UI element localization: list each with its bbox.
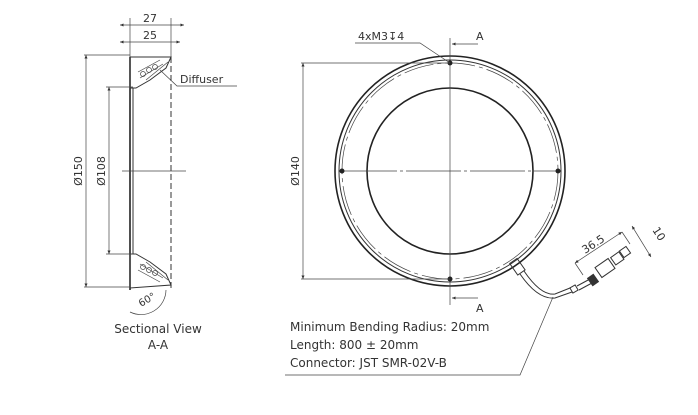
dim-connector-width: 10 — [649, 225, 668, 244]
hole-callout: 4xM3↧4 — [358, 30, 404, 43]
diffuser-label: Diffuser — [180, 73, 224, 86]
angle-label: 60° — [137, 291, 158, 309]
dim-inner-diameter: Ø108 — [95, 156, 108, 186]
cable — [509, 257, 593, 299]
section-marker-top: A — [476, 30, 484, 43]
section-title: Sectional View — [114, 322, 202, 336]
note-bending-radius: Minimum Bending Radius: 20mm — [290, 320, 489, 334]
dim-width-25: 25 — [143, 29, 157, 42]
led-block-top — [129, 56, 172, 89]
note-length: Length: 800 ± 20mm — [290, 338, 418, 352]
dim-outer-diameter: Ø150 — [72, 156, 85, 186]
section-marker-bottom: A — [476, 302, 484, 315]
dim-connector-length: 36.5 — [580, 232, 608, 256]
section-subtitle: A-A — [148, 338, 169, 352]
led-block-bottom — [129, 253, 172, 289]
notes: Minimum Bending Radius: 20mm Length: 800… — [290, 320, 489, 370]
dim-bolt-circle: Ø140 — [289, 156, 302, 186]
dim-width-27: 27 — [143, 12, 157, 25]
connector — [586, 245, 632, 287]
front-view: 4xM3↧4 A A Ø140 36.5 10 — [285, 30, 668, 376]
note-connector: Connector: JST SMR-02V-B — [290, 356, 447, 370]
sectional-view: 27 25 Ø150 Ø108 Diffuser 60° Sectional V… — [72, 12, 237, 352]
